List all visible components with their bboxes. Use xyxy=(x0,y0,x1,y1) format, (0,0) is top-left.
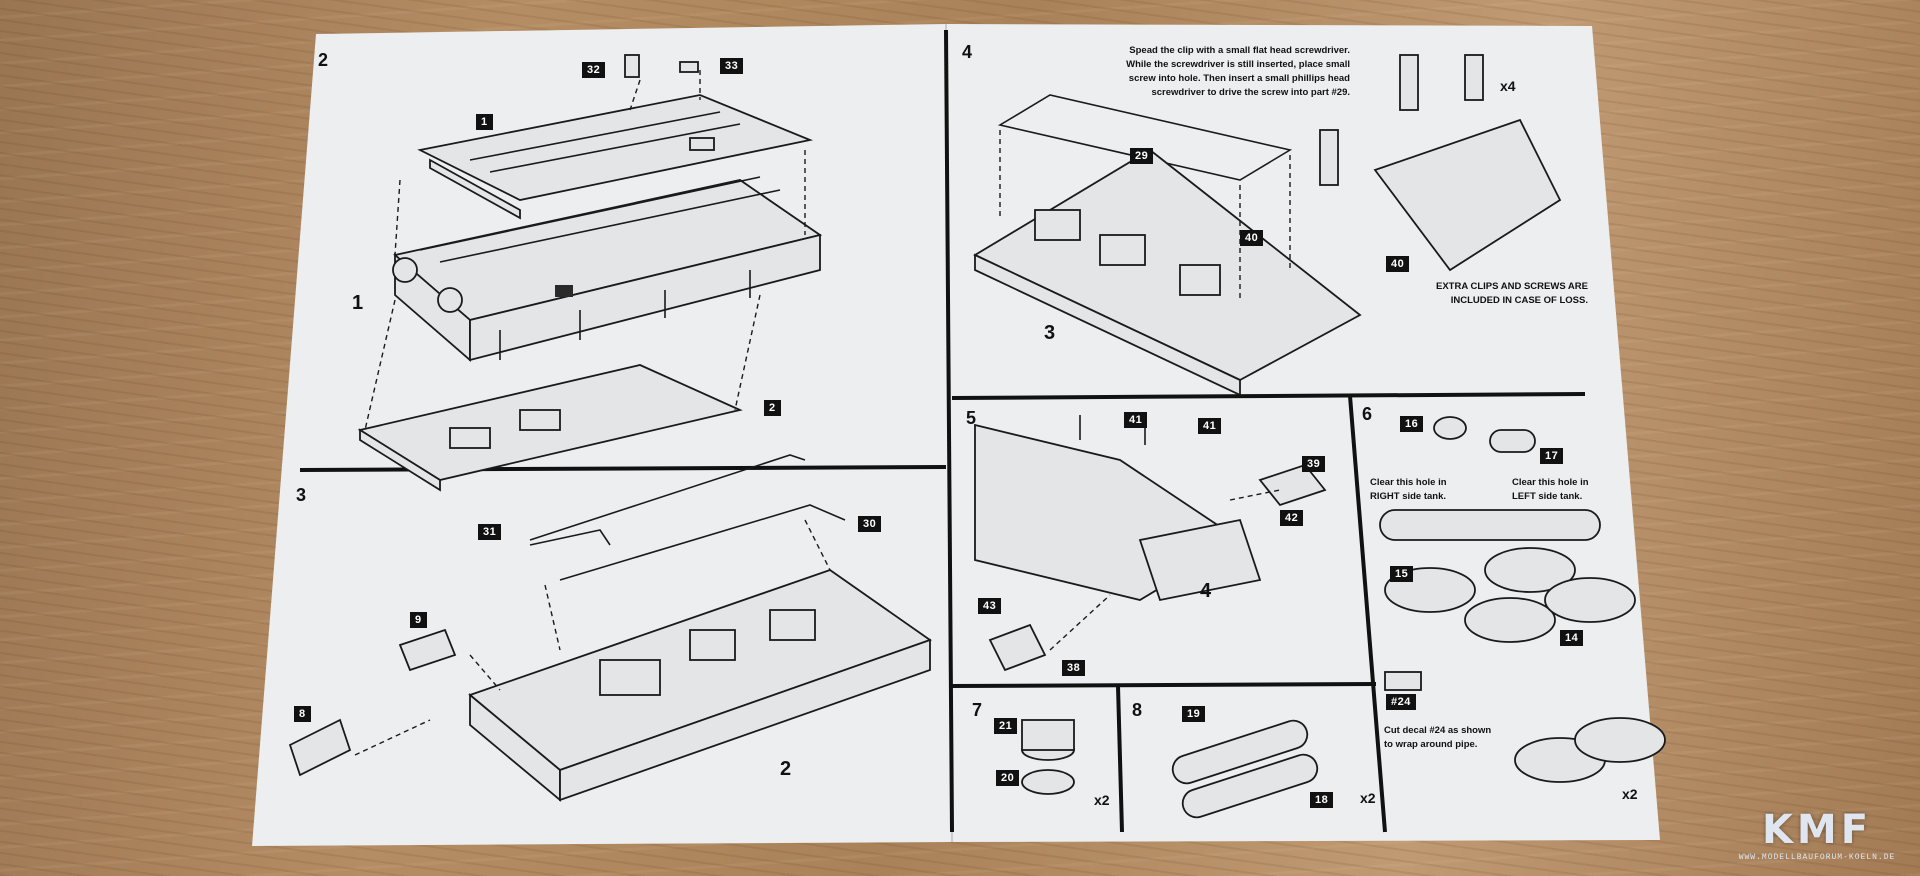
assembly-number-3: 3 xyxy=(1044,322,1056,344)
quantity-x2-step7: x2 xyxy=(1094,792,1110,808)
part-label-42: 42 xyxy=(1280,510,1304,526)
part-label-21: 21 xyxy=(994,718,1018,734)
part-label-9: 9 xyxy=(410,612,427,628)
step-number-8: 8 xyxy=(1132,700,1143,720)
step-number-3: 3 xyxy=(296,485,307,505)
left-tank-hole-note: Clear this hole in LEFT side tank. xyxy=(1512,477,1589,502)
part-label-2: 2 xyxy=(764,400,781,416)
step-number-7: 7 xyxy=(972,700,983,720)
part-label-18: 18 xyxy=(1310,792,1334,808)
quantity-x4-step4: x4 xyxy=(1500,78,1516,94)
part-label-30: 30 xyxy=(858,516,882,532)
step7-illustration xyxy=(1021,719,1075,795)
part-label-33: 33 xyxy=(720,58,744,74)
divider-right-horizontal xyxy=(951,392,1586,400)
part-label-19: 19 xyxy=(1182,706,1206,722)
part-label-40b: 40 xyxy=(1386,256,1410,272)
extra-clips-note: EXTRA CLIPS AND SCREWS ARE INCLUDED IN C… xyxy=(1435,281,1588,306)
step-number-4: 4 xyxy=(962,42,973,62)
step8-illustration xyxy=(1171,719,1319,819)
watermark-url: WWW.MODELLBAUFORUM-KOELN.DE xyxy=(1738,853,1896,862)
assembly-number-1: 1 xyxy=(352,292,364,314)
divider-right-vertical xyxy=(1348,395,1387,833)
part-label-41b: 41 xyxy=(1198,418,1222,434)
assembly-number-4: 4 xyxy=(1200,580,1212,602)
part-label-32: 32 xyxy=(582,62,606,78)
step5-illustration xyxy=(974,415,1327,672)
part-label-16: 16 xyxy=(1400,416,1424,432)
step2-illustration xyxy=(357,54,823,492)
decal-label-24: #24 xyxy=(1386,694,1416,710)
decal-note: Cut decal #24 as shown to wrap around pi… xyxy=(1384,725,1492,750)
watermark-mark: KMF xyxy=(1761,807,1873,853)
divider-bottom xyxy=(951,682,1377,688)
part-label-38: 38 xyxy=(1062,660,1086,676)
part-label-14: 14 xyxy=(1560,630,1584,646)
step-number-2: 2 xyxy=(318,50,329,70)
quantity-x2-step6: x2 xyxy=(1622,786,1638,802)
part-label-15: 15 xyxy=(1390,566,1414,582)
assembly-number-2: 2 xyxy=(780,758,792,780)
step-number-6: 6 xyxy=(1362,404,1373,424)
divider-bottom-vertical xyxy=(1116,685,1124,833)
part-label-39: 39 xyxy=(1302,456,1326,472)
screw-instruction-note: Spead the clip with a small flat head sc… xyxy=(1126,45,1350,98)
part-label-20: 20 xyxy=(996,770,1020,786)
part-label-1: 1 xyxy=(476,114,493,130)
part-label-40a: 40 xyxy=(1240,230,1264,246)
step3-illustration xyxy=(288,454,932,802)
right-tank-hole-note: Clear this hole in RIGHT side tank. xyxy=(1370,477,1447,502)
part-label-8: 8 xyxy=(294,706,311,722)
step4-illustration xyxy=(973,54,1562,397)
part-label-29: 29 xyxy=(1130,148,1154,164)
quantity-x2-step8: x2 xyxy=(1360,790,1376,806)
watermark-logo: KMF WWW.MODELLBAUFORUM-KOELN.DE xyxy=(1732,807,1902,862)
part-label-41a: 41 xyxy=(1124,412,1148,428)
part-label-31: 31 xyxy=(478,524,502,540)
part-label-17: 17 xyxy=(1540,448,1564,464)
part-label-43: 43 xyxy=(978,598,1002,614)
step6-illustration xyxy=(1379,416,1666,783)
divider-center xyxy=(944,29,954,833)
step-number-5: 5 xyxy=(966,408,977,428)
